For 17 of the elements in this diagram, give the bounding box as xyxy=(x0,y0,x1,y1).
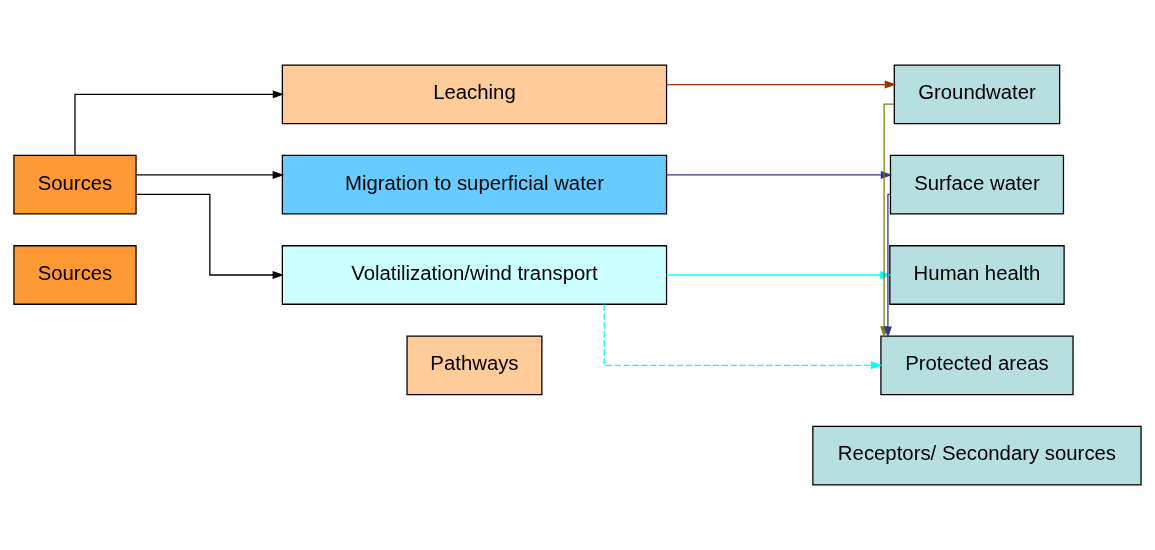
node-box: Volatilization/wind transport xyxy=(281,245,668,305)
arrow xyxy=(665,80,897,89)
node-box: Pathways xyxy=(406,335,543,396)
node-box: Surface water xyxy=(889,154,1065,215)
node-box: Migration to superficial water xyxy=(281,154,668,215)
node-box: Receptors/ Secondary sources xyxy=(812,425,1142,486)
node-box: Leaching xyxy=(281,64,668,125)
arrow xyxy=(74,90,285,156)
arrow xyxy=(135,193,285,279)
arrow xyxy=(883,193,892,338)
node-box: Protected areas xyxy=(880,335,1074,396)
arrow xyxy=(135,170,285,179)
arrow xyxy=(603,303,883,370)
node-box: Human health xyxy=(889,245,1065,305)
node-box: Groundwater xyxy=(893,64,1061,125)
node-box: Sources xyxy=(13,154,137,215)
node-box: Sources xyxy=(13,245,137,305)
